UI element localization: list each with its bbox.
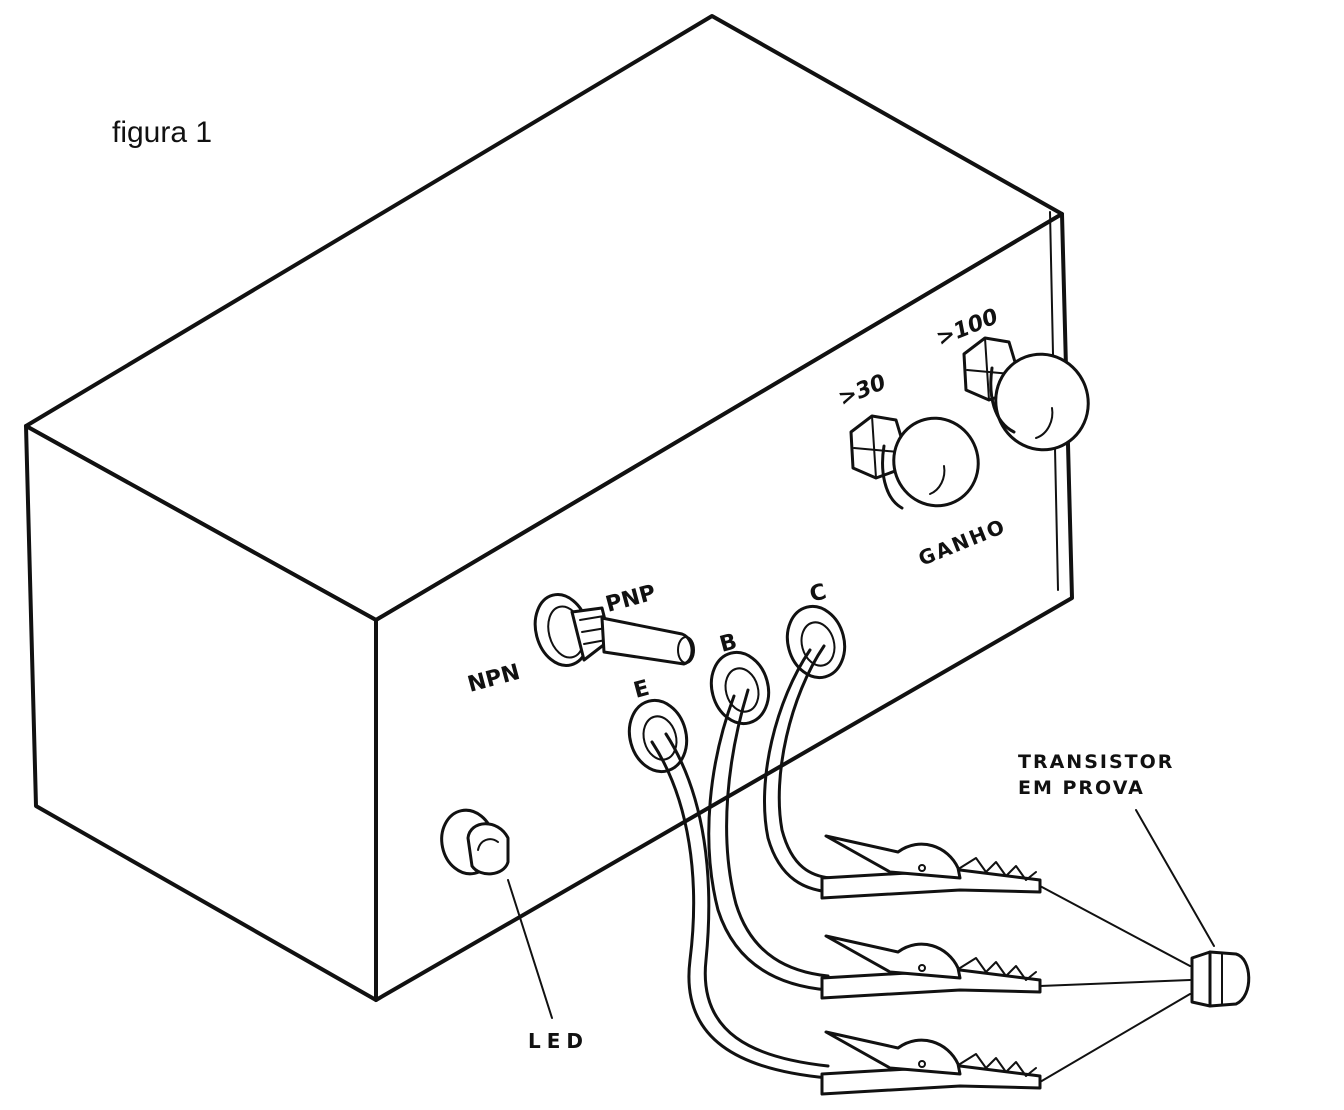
label-b: B bbox=[717, 629, 740, 657]
clip-c[interactable] bbox=[820, 834, 1042, 900]
box-front-face bbox=[374, 212, 1074, 1002]
npn-pnp-toggle-switch[interactable] bbox=[528, 588, 695, 671]
led-leader-line bbox=[507, 879, 553, 1019]
label-transistor-line1: TRANSISTOR bbox=[1018, 751, 1174, 773]
terminal-b-post bbox=[709, 650, 771, 726]
gain-30-button[interactable] bbox=[849, 406, 991, 517]
transistor-leads bbox=[1039, 885, 1191, 1083]
figure-caption: figura 1 bbox=[112, 116, 213, 149]
label-led: LED bbox=[528, 1029, 589, 1053]
label-c: C bbox=[807, 579, 829, 607]
clip-b[interactable] bbox=[820, 934, 1042, 1000]
test-leads bbox=[650, 644, 832, 1080]
gain-100-button[interactable] bbox=[962, 336, 1102, 463]
label-transistor-line2: EM PROVA bbox=[1018, 777, 1145, 799]
led-indicator bbox=[440, 808, 510, 876]
transistor-under-test bbox=[1190, 950, 1251, 1008]
transistor-leader-line bbox=[1135, 809, 1215, 947]
terminal-c-post bbox=[785, 604, 847, 680]
toggle-lever[interactable] bbox=[600, 616, 694, 666]
label-e: E bbox=[631, 676, 652, 704]
tester-box bbox=[24, 14, 1074, 1002]
clip-e[interactable] bbox=[820, 1030, 1042, 1096]
